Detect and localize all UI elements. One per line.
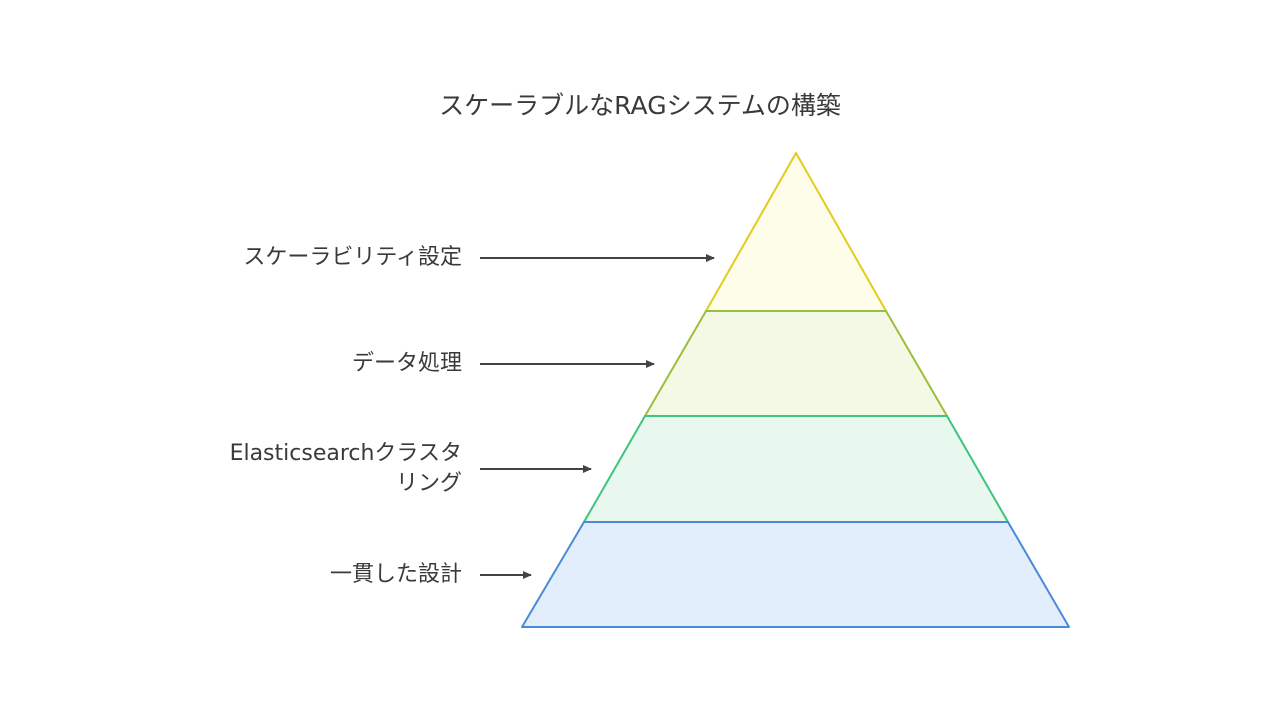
layer-label-line: スケーラビリティ設定 (243, 245, 462, 270)
layer-label-line: データ処理 (351, 351, 462, 376)
pyramid-layer-third (583, 415, 1009, 523)
layer-label-line: リング (395, 471, 462, 496)
layer-label-top: スケーラビリティ設定 (243, 243, 462, 273)
layer-label-line: 一貫した設計 (329, 562, 462, 587)
layer-label-second: データ処理 (352, 349, 462, 379)
layer-label-third: Elasticsearchクラスタ リング (230, 439, 462, 499)
pyramid-layer-base (521, 521, 1070, 628)
pyramid-layer-top (705, 152, 887, 312)
diagram-title: スケーラブルなRAGシステムの構築 (439, 91, 841, 120)
layer-label-line: Elasticsearchクラスタ (229, 441, 462, 466)
layer-label-base: 一貫した設計 (330, 560, 462, 590)
pyramid-layer-second (644, 310, 948, 417)
